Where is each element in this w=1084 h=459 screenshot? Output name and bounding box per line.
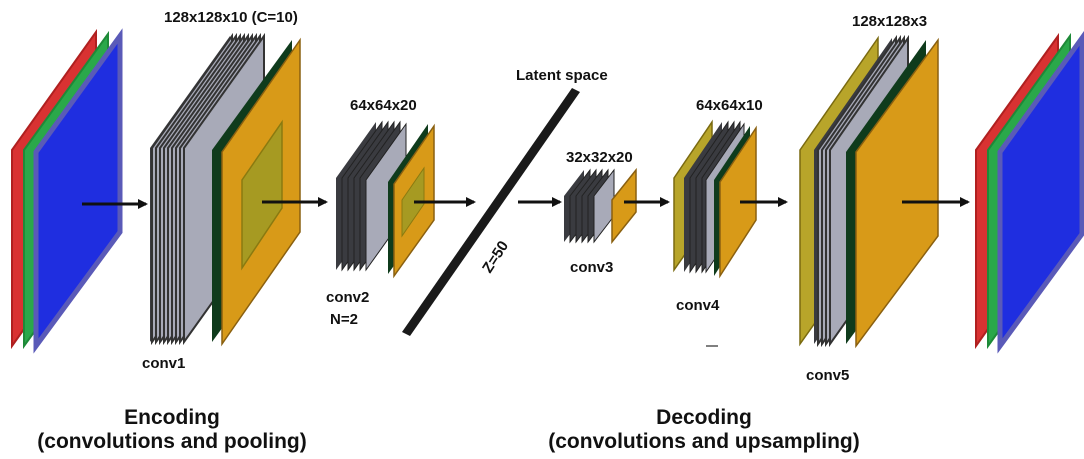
conv2-pool-window: [401, 166, 425, 238]
conv2-label: conv2: [326, 289, 369, 306]
encoding-subtitle: (convolutions and pooling): [37, 430, 306, 453]
conv2-size-label: 64x64x20: [350, 97, 417, 114]
conv5-size-label: 128x128x3: [852, 13, 927, 30]
decoding-subtitle: (convolutions and upsampling): [548, 430, 860, 453]
conv5-label: conv5: [806, 367, 849, 384]
conv1-pool-window: [241, 119, 283, 271]
conv3-size-label: 32x32x20: [566, 149, 633, 166]
conv4-size-label: 64x64x10: [696, 97, 763, 114]
output-blue-channel: [997, 30, 1084, 354]
input-blue-channel: [33, 28, 123, 354]
decoding-title: Decoding: [656, 406, 752, 429]
conv1-label: conv1: [142, 355, 185, 372]
input-image: [11, 28, 123, 354]
z-label: Z=50: [479, 238, 512, 276]
conv2-filter-stack: [336, 120, 407, 272]
latent-space-bar: [402, 88, 580, 336]
encoding-title: Encoding: [124, 406, 220, 429]
conv2-n-label: N=2: [330, 311, 358, 328]
conv1-size-label: 128x128x10 (C=10): [164, 9, 298, 26]
conv3-filter-stack: [564, 167, 637, 245]
conv4-filter-stack: [684, 120, 757, 279]
conv3-label: conv3: [570, 259, 613, 276]
latent-space-label: Latent space: [516, 67, 608, 84]
conv4-label: conv4: [676, 297, 720, 314]
conv1-pool-layer: [212, 37, 301, 347]
output-image: [975, 30, 1084, 354]
conv5-filter-stack: [814, 34, 939, 349]
